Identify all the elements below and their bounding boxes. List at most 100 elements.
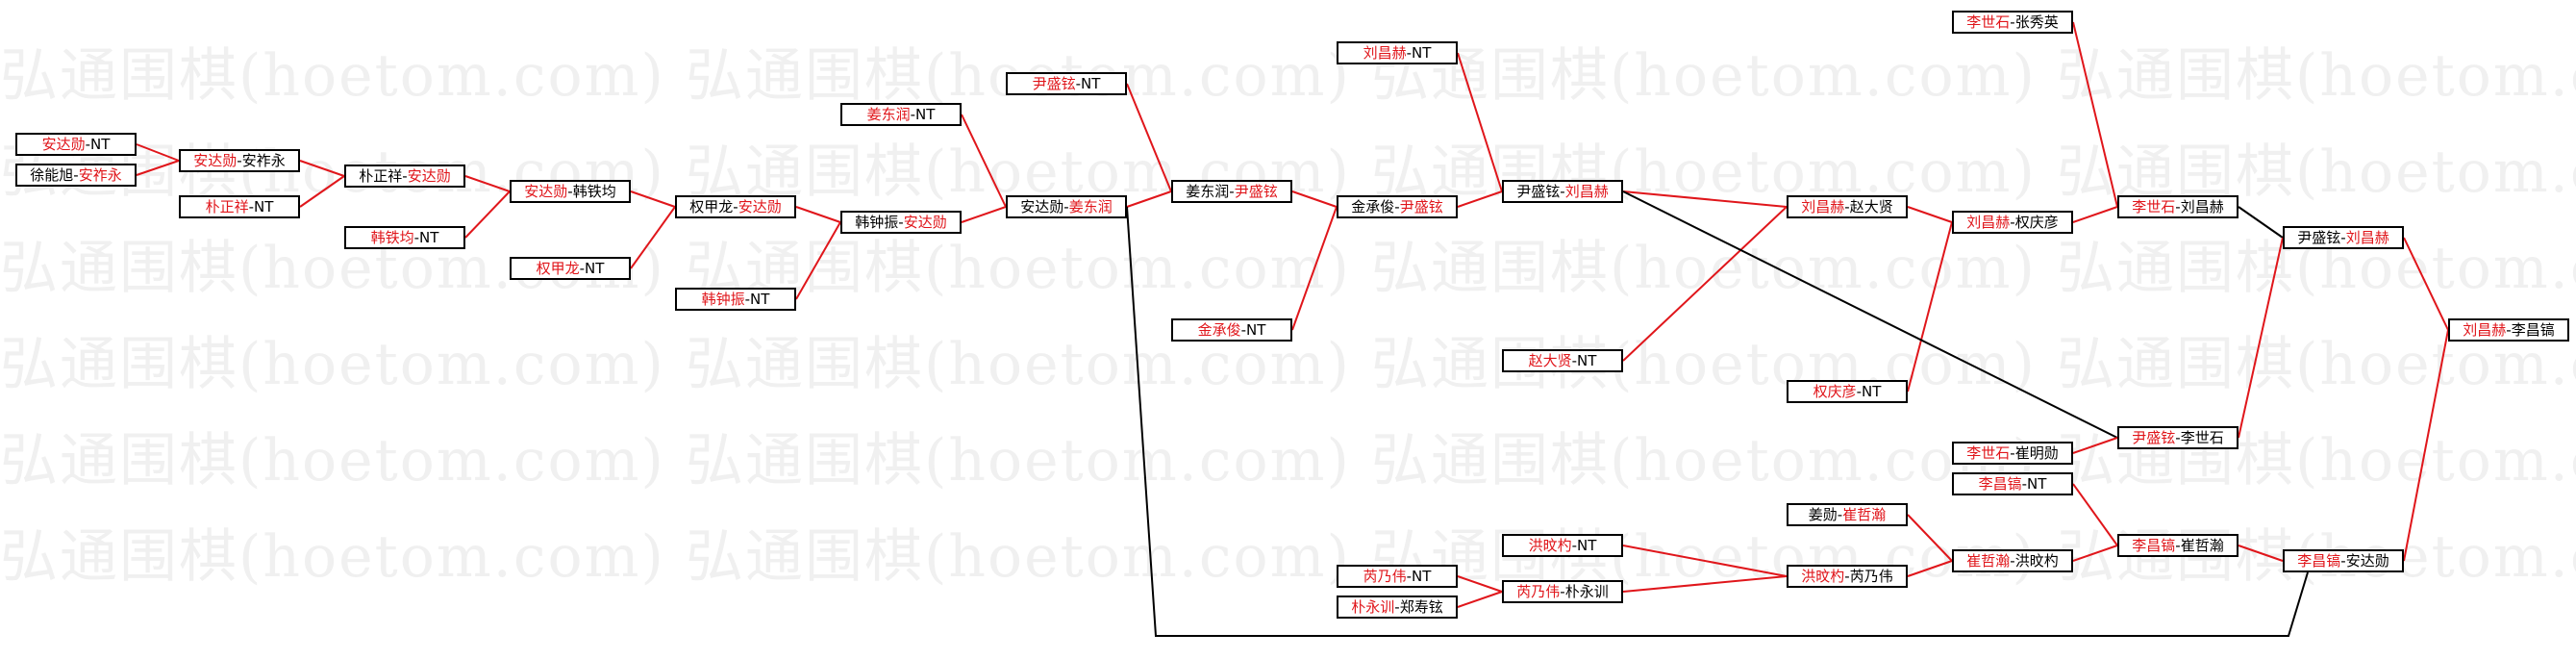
- player-a: 尹盛铉: [1516, 183, 1561, 200]
- player-a: 韩铁均: [370, 229, 414, 246]
- separator: -: [2506, 321, 2512, 339]
- player-b: 赵大贤: [1849, 198, 1893, 215]
- match-node: 李昌镐-安达勋: [2283, 549, 2404, 572]
- separator: -: [1394, 198, 1400, 215]
- match-node: 李昌镐-崔哲瀚: [2117, 534, 2238, 557]
- bracket-edge: [464, 190, 511, 239]
- bracket-edge: [1126, 190, 1172, 208]
- match-node: 芮乃伟-NT: [1337, 565, 1458, 588]
- bracket-edge: [795, 206, 841, 223]
- player-a: 权甲龙: [536, 260, 580, 277]
- player-a: 崔哲瀚: [1966, 552, 2011, 570]
- player-a: 金承俊: [1197, 321, 1241, 339]
- match-node: 李世石-刘昌赫: [2117, 195, 2238, 218]
- bracket-edge: [1291, 206, 1338, 331]
- player-b: 洪旼杓: [2014, 552, 2059, 570]
- separator: -: [402, 167, 408, 185]
- player-a: 姜东润: [1186, 183, 1230, 200]
- match-node: 朴正祥-NT: [179, 195, 300, 218]
- separator: -: [1560, 183, 1565, 200]
- player-b: NT: [585, 260, 605, 277]
- player-a: 李世石: [1966, 444, 2011, 462]
- match-node: 尹盛铉-刘昌赫: [1502, 180, 1623, 203]
- separator: -: [1240, 321, 1247, 339]
- bracket-edge: [136, 160, 180, 176]
- bracket-edge: [1622, 190, 1788, 208]
- separator: -: [1571, 352, 1578, 369]
- match-node: 金承俊-NT: [1171, 318, 1292, 342]
- match-node: 权甲龙-安达勋: [675, 195, 796, 218]
- bracket-edge: [1622, 190, 2118, 439]
- player-b: NT: [1862, 383, 1882, 400]
- separator: -: [2010, 13, 2015, 31]
- separator: -: [1063, 198, 1069, 215]
- bracket-edge: [1291, 190, 1338, 208]
- player-b: 崔哲瀚: [2180, 537, 2224, 554]
- player-a: 尹盛铉: [1032, 75, 1076, 92]
- player-b: 张秀英: [2014, 13, 2059, 31]
- bracket-edge: [2238, 545, 2284, 562]
- player-b: NT: [419, 229, 439, 246]
- separator: -: [1394, 598, 1400, 616]
- bracket-edge: [1622, 206, 1788, 362]
- player-b: 安达勋: [2345, 552, 2389, 570]
- match-node: 刘昌赫-赵大贤: [1787, 195, 1908, 218]
- match-node: 尹盛铉-李世石: [2117, 426, 2238, 449]
- player-a: 刘昌赫: [1801, 198, 1845, 215]
- player-b: 刘昌赫: [2345, 229, 2389, 246]
- player-b: 安达勋: [407, 167, 451, 185]
- player-b: 朴永训: [1564, 583, 1609, 600]
- separator: -: [2340, 229, 2346, 246]
- separator: -: [733, 198, 738, 215]
- match-node: 姜东润-尹盛铉: [1171, 180, 1292, 203]
- player-a: 李世石: [2132, 198, 2176, 215]
- bracket-edge: [2238, 237, 2284, 439]
- bracket-edge: [630, 190, 676, 208]
- match-node: 韩铁均-NT: [344, 226, 465, 249]
- bracket-edge: [2072, 21, 2118, 208]
- bracket-edge: [2238, 206, 2284, 239]
- player-b: NT: [1412, 568, 1432, 585]
- player-a: 朴永训: [1351, 598, 1395, 616]
- separator: -: [1075, 75, 1082, 92]
- match-node: 朴永训-郑寿铉: [1337, 596, 1458, 619]
- player-b: 尹盛铉: [1234, 183, 1278, 200]
- player-a: 刘昌赫: [1363, 44, 1407, 62]
- bracket-edge: [1907, 206, 1953, 223]
- match-node: 金承俊-尹盛铉: [1337, 195, 1458, 218]
- separator: -: [2175, 537, 2181, 554]
- match-node: 姜勋-崔哲瀚: [1787, 503, 1908, 526]
- player-b: NT: [2027, 475, 2047, 493]
- match-node: 李世石-崔明勋: [1952, 442, 2073, 465]
- player-b: 姜东润: [1068, 198, 1113, 215]
- match-node: 安达勋-NT: [15, 133, 137, 156]
- bracket-edge: [1126, 206, 2309, 637]
- player-b: NT: [1577, 537, 1597, 554]
- match-node: 刘昌赫-NT: [1337, 41, 1458, 64]
- separator: -: [1560, 583, 1565, 600]
- separator: -: [248, 198, 255, 215]
- bracket-edge: [299, 175, 345, 208]
- bracket-edge: [1126, 83, 1172, 192]
- bracket-edge: [1457, 575, 1503, 593]
- match-node: 安达勋-姜东润: [1006, 195, 1127, 218]
- bracket-edge: [1457, 591, 1503, 608]
- bracket-edge: [2072, 483, 2118, 546]
- separator: -: [898, 214, 904, 231]
- separator: -: [1844, 198, 1850, 215]
- match-node: 刘昌赫-李昌镐: [2448, 318, 2569, 342]
- player-a: 安达勋: [1020, 198, 1064, 215]
- match-node: 尹盛铉-NT: [1006, 72, 1127, 95]
- player-a: 韩钟振: [855, 214, 899, 231]
- match-node: 尹盛铉-刘昌赫: [2283, 226, 2404, 249]
- bracket-edge: [1622, 575, 1788, 593]
- player-b: 崔明勋: [2014, 444, 2059, 462]
- match-node: 赵大贤-NT: [1502, 349, 1623, 372]
- player-a: 刘昌赫: [2463, 321, 2507, 339]
- bracket-edge: [2403, 329, 2449, 562]
- player-b: 韩铁均: [572, 183, 616, 200]
- player-a: 安达勋: [193, 152, 238, 169]
- player-a: 李昌镐: [1978, 475, 2022, 493]
- bracket-edge: [1907, 514, 1953, 562]
